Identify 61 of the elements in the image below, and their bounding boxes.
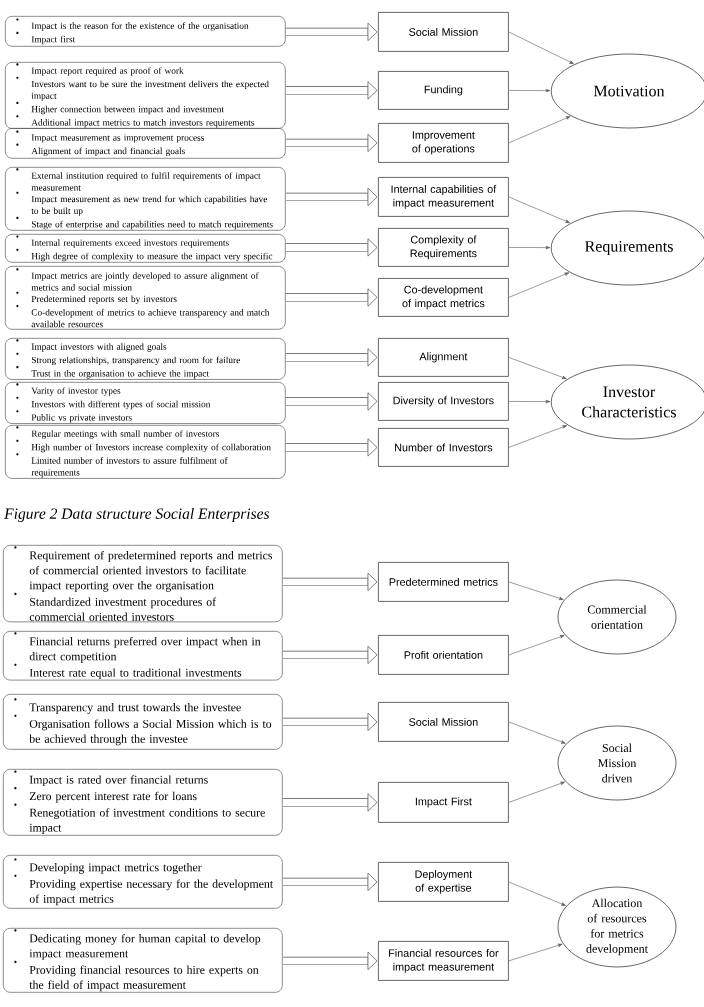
bullet-list-box: Impact is the reason for the existence of the organisation Impact first bbox=[5, 16, 286, 47]
concept-box: Co-development of impact metrics bbox=[378, 278, 509, 317]
block-arrow bbox=[283, 572, 378, 591]
bullet-list-box: Regular meetings with small number of investors High number of Investors increase complexity of collaboration Limited number of investors to assure fulfilment of requirements bbox=[5, 425, 286, 479]
arrow bbox=[508, 781, 565, 803]
block-arrow bbox=[283, 951, 378, 970]
bullet-list-box: External institution required to fulfil requirements of impact measurement Impact measurement as new trend for which capabilities have to be built up Stage of enterprise and capabilities need to match requirements bbox=[5, 167, 286, 231]
block-arrow bbox=[286, 348, 378, 367]
block-arrow bbox=[286, 438, 378, 457]
bullet-list-box: Internal requirements exceed investors requirements High degree of complexity to measure the impact very specific bbox=[5, 234, 286, 263]
arrow bbox=[508, 581, 564, 600]
bullet-list-box: Dedicating money for human capital to develop impact measurement Providing financial resources to hire experts on the field of impact measurement bbox=[3, 928, 283, 993]
bullet-list-box: Financial returns preferred over impact when in direct competition Interest rate equal to traditional investments bbox=[3, 631, 283, 681]
block-arrow bbox=[283, 793, 378, 812]
bullet-list-box: Impact report required as proof of work Investors want to be sure the investment delivers the expected impact Higher connection between impact and investment Additional impact metrics to match investors requirements bbox=[5, 62, 286, 129]
bullet-list-box: Impact metrics are jointly developed to assure alignment of metrics and social mission Predetermined reports set by investors Co-development of metrics to achieve transparency and match available resources bbox=[5, 266, 286, 330]
concept-box: Profit orientation bbox=[378, 635, 509, 675]
arrow bbox=[508, 245, 551, 250]
block-arrow bbox=[286, 81, 378, 100]
concept-box: Improvement of operations bbox=[378, 123, 509, 163]
block-arrow bbox=[286, 187, 378, 206]
arrow bbox=[508, 357, 567, 380]
concept-box: Number of Investors bbox=[378, 428, 509, 467]
block-arrow bbox=[283, 872, 378, 891]
block-arrow bbox=[286, 288, 378, 307]
figure-caption: Figure 2 Data structure Social Enterprises bbox=[4, 508, 270, 523]
concept-box: Diversity of Investors bbox=[378, 382, 509, 421]
bullet-list-box: Impact investors with aligned goals Strong relationships, transparency and room for failure Trust in the organisation to achieve the impact bbox=[5, 338, 286, 380]
arrow bbox=[508, 943, 563, 962]
concept-box: Financial resources for impact measurement bbox=[378, 941, 509, 981]
bullet-list-box: Developing impact metrics together Providing expertise necessary for the development of impact metrics bbox=[3, 855, 283, 909]
concept-box: Complexity of Requirements bbox=[378, 228, 509, 267]
block-arrow bbox=[286, 22, 378, 41]
block-arrow bbox=[286, 238, 378, 257]
concept-box: Social Mission bbox=[378, 12, 509, 52]
bullet-list-box: Impact is rated over financial returns Zero percent interest rate for loans Renegotiation of investment conditions to secure impact bbox=[3, 769, 283, 836]
block-arrow bbox=[286, 392, 378, 411]
arrow bbox=[508, 425, 568, 448]
arrow bbox=[508, 196, 570, 224]
bullet-list-box: Varity of investor types Investors with different types of social mission Public vs private investors bbox=[5, 382, 286, 424]
bullet-list-box: Transparency and trust towards the investee Organisation follows a Social Mission which is to be achieved through the investee bbox=[3, 694, 283, 750]
arrow bbox=[508, 116, 571, 144]
concept-box: Social Mission bbox=[378, 702, 509, 742]
block-arrow bbox=[283, 645, 378, 664]
bullet-list-box: Requirement of predetermined reports and metrics of commercial oriented investors to facilitate impact reporting over the organisation Standardized investment procedures of commercial oriented investors bbox=[3, 545, 283, 623]
arrow bbox=[508, 31, 574, 65]
arrow bbox=[508, 635, 565, 656]
concept-box: Deployment of expertise bbox=[378, 862, 509, 902]
concept-box: Internal capabilities of impact measurement bbox=[378, 177, 509, 217]
block-arrow bbox=[286, 133, 378, 152]
arrow bbox=[508, 272, 570, 298]
block-arrow bbox=[283, 712, 378, 731]
arrow bbox=[508, 721, 566, 744]
arrow bbox=[508, 88, 551, 93]
arrow bbox=[508, 399, 551, 404]
concept-box: Funding bbox=[378, 71, 509, 110]
bullet-list-box: Impact measurement as improvement process Alignment of impact and financial goals bbox=[5, 128, 286, 159]
concept-box: Predetermined metrics bbox=[378, 562, 509, 602]
concept-box: Alignment bbox=[378, 338, 509, 377]
concept-box: Impact First bbox=[378, 782, 509, 823]
arrow bbox=[508, 881, 566, 906]
